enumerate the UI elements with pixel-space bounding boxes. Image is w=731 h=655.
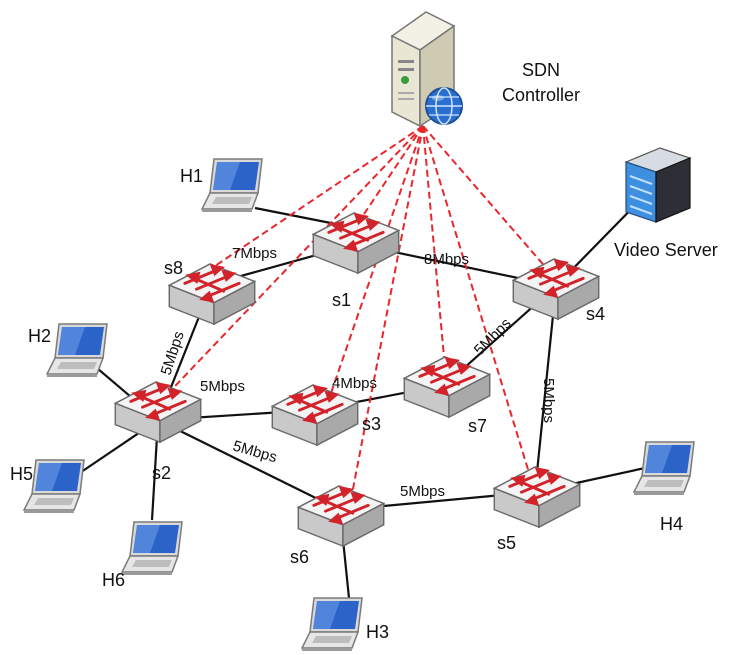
- control-link-s3: [329, 125, 424, 397]
- control-link-s1: [355, 125, 424, 227]
- host-label-h6: H6: [102, 570, 125, 590]
- link-s4-s5: [533, 285, 558, 493]
- link-s2-s6: [157, 419, 341, 511]
- switch-icon: [493, 465, 581, 529]
- globe-icon: [425, 87, 463, 125]
- host-label-h2: H2: [28, 326, 51, 346]
- link-label-s2-s6: 5Mbps: [231, 438, 279, 467]
- control-link-s2: [157, 125, 424, 405]
- link-label-s6-s5: 5Mbps: [400, 483, 445, 500]
- switch-icon: [114, 380, 202, 444]
- switch-s7: s7: [403, 355, 491, 436]
- link-label-s3-s7: 4Mbps: [332, 375, 377, 392]
- switch-label-s5: s5: [497, 533, 516, 553]
- switch-s3: s3: [271, 383, 381, 447]
- switch-label-s3: s3: [362, 414, 381, 434]
- link-label-s8-s1: 7Mbps: [232, 245, 277, 262]
- host-h3: H3: [301, 597, 389, 652]
- switch-s8: s8: [164, 258, 256, 326]
- controller-label-line1: SDN: [522, 60, 560, 80]
- host-label-h1: H1: [180, 166, 203, 186]
- control-link-s7: [422, 125, 446, 369]
- switch-label-s6: s6: [290, 547, 309, 567]
- host-h2: H2: [28, 323, 108, 378]
- switch-s1: s1: [312, 211, 400, 310]
- video-server-icon: [624, 147, 692, 223]
- control-links: [157, 125, 549, 495]
- link-label-s1-s4: 8Mbps: [424, 251, 469, 268]
- control-link-s8: [211, 125, 424, 269]
- link-label-s2-s3: 5Mbps: [200, 378, 245, 395]
- sdn-controller: SDN Controller: [390, 11, 580, 128]
- host-label-h4: H4: [660, 514, 683, 534]
- link-label-s4-s5: 5Mbps: [540, 378, 557, 423]
- switch-label-s4: s4: [586, 304, 605, 324]
- switch-label-s1: s1: [332, 290, 351, 310]
- link-label-s8-s2: 5Mbps: [158, 329, 188, 377]
- switch-s5: s5: [493, 465, 581, 553]
- laptop-icon: [121, 521, 183, 576]
- video-server: Video Server: [614, 147, 718, 260]
- host-label-h3: H3: [366, 622, 389, 642]
- switch-s6: s6: [290, 484, 385, 567]
- switch-label-s7: s7: [468, 416, 487, 436]
- laptop-icon: [301, 597, 363, 652]
- host-h4: H4: [633, 441, 695, 534]
- switch-label-s8: s8: [164, 258, 183, 278]
- host-label-h5: H5: [10, 464, 33, 484]
- switch-icon: [403, 355, 491, 419]
- control-link-s5: [422, 125, 531, 477]
- switch-s4: s4: [512, 257, 605, 324]
- video-server-label: Video Server: [614, 240, 718, 260]
- host-h6: H6: [102, 521, 183, 590]
- host-h1: H1: [180, 158, 263, 213]
- switch-icon: [271, 383, 359, 447]
- laptop-icon: [201, 158, 263, 213]
- control-link-s6: [351, 125, 424, 495]
- host-h5: H5: [10, 459, 85, 514]
- switch-label-s2: s2: [152, 463, 171, 483]
- switch-s2: s2: [114, 380, 202, 483]
- controller-label-line2: Controller: [502, 85, 580, 105]
- control-link-s4: [422, 125, 549, 271]
- laptop-icon: [46, 323, 108, 378]
- laptop-icon: [633, 441, 695, 496]
